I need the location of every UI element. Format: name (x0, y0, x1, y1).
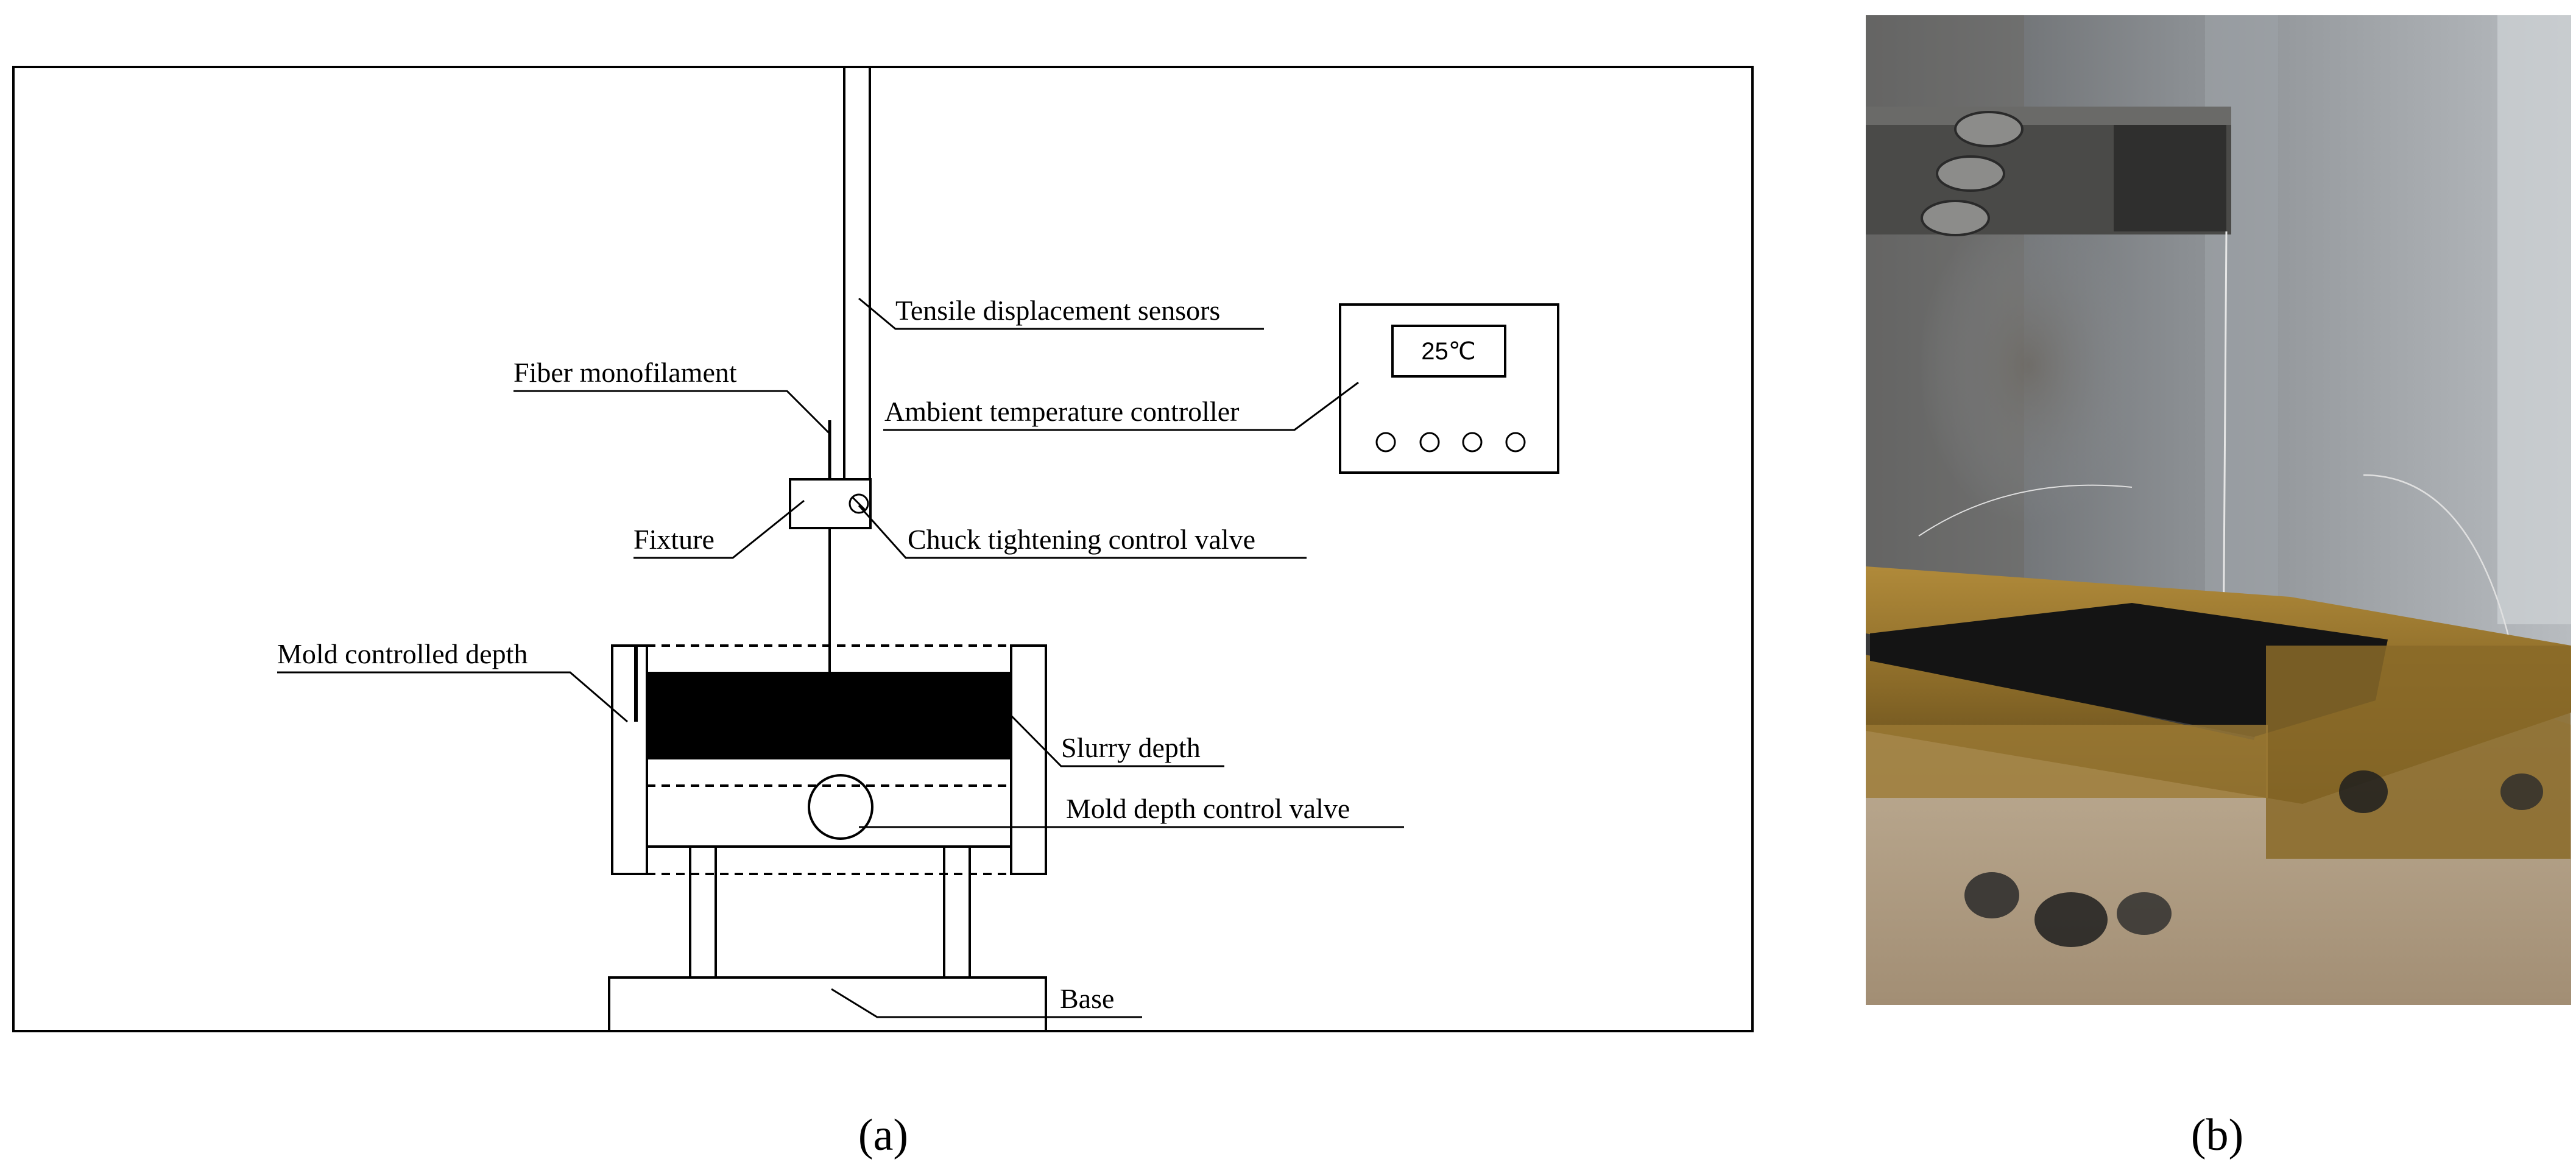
photo-fiber (2222, 231, 2228, 658)
caption-b: (b) (2191, 1110, 2243, 1160)
temperature-controller-box (1339, 303, 1559, 474)
label-chuck-tightening-control-valve: Chuck tightening control valve (908, 524, 1255, 555)
schematic-frame (12, 66, 1754, 1032)
temperature-display (1391, 325, 1506, 378)
chuck-valve-knob (849, 493, 869, 514)
mold-depth-valve (808, 774, 873, 840)
panel-b-photo (1866, 15, 2571, 1005)
caption-a: (a) (858, 1110, 908, 1160)
controller-button-2 (1419, 432, 1440, 453)
mold-right-wall (1010, 644, 1047, 875)
leader-lines (277, 297, 1404, 1018)
label-ambient-temperature-controller: Ambient temperature controller (884, 396, 1239, 427)
base-block (608, 976, 1047, 1031)
panel-a-schematic (12, 66, 1754, 1032)
label-base: Base (1060, 983, 1114, 1014)
slurry-layer (646, 672, 1012, 759)
controller-button-4 (1505, 432, 1526, 453)
label-mold-controlled-depth: Mold controlled depth (277, 638, 528, 669)
mold-left-wall (611, 644, 648, 875)
photo-slurry (1870, 603, 2388, 737)
label-tensile-displacement-sensors: Tensile displacement sensors (895, 295, 1220, 326)
controller-button-3 (1462, 432, 1483, 453)
label-slurry-depth: Slurry depth (1061, 732, 1201, 763)
controller-button-1 (1375, 432, 1396, 453)
label-fiber-monofilament: Fiber monofilament (513, 357, 737, 388)
controller-display-text: 25℃ (1421, 338, 1475, 365)
label-fixture: Fixture (633, 524, 715, 555)
label-mold-depth-control-valve: Mold depth control valve (1066, 793, 1350, 824)
